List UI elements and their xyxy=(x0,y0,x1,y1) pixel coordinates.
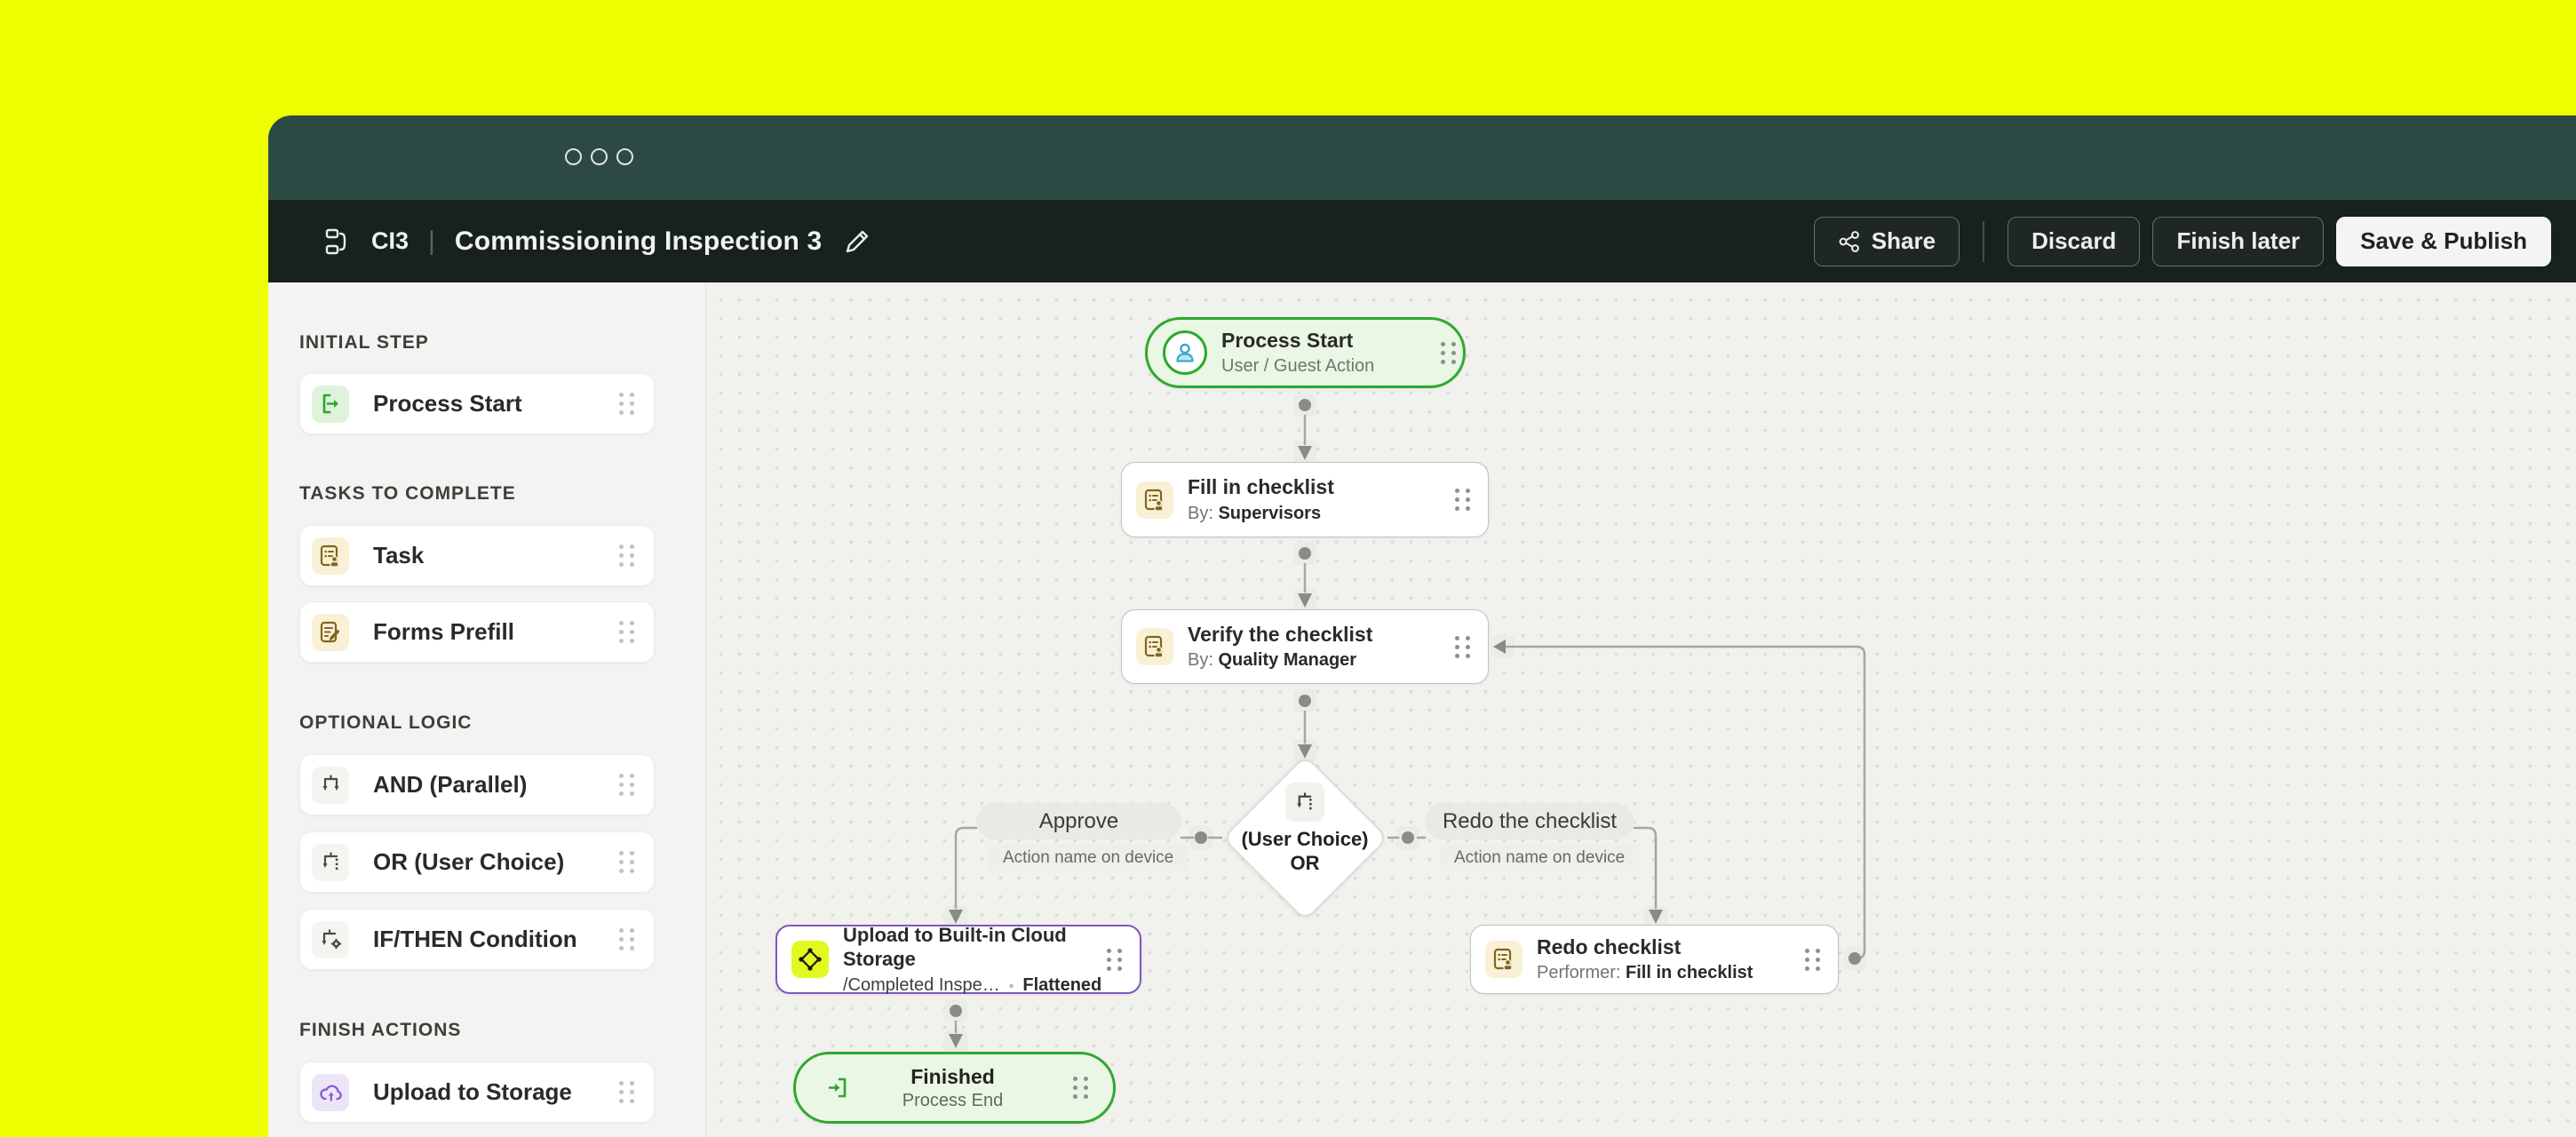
edit-title-icon[interactable] xyxy=(841,226,873,258)
drag-handle[interactable] xyxy=(619,851,634,873)
sidebar-item-label: Upload to Storage xyxy=(373,1078,572,1105)
task-icon xyxy=(1136,628,1173,665)
built-in-storage-icon xyxy=(791,941,829,978)
sidebar-item-forms-prefill[interactable]: Forms Prefill xyxy=(299,601,655,663)
workflow-template-icon xyxy=(323,227,352,256)
gateway-subtitle: OR xyxy=(1290,852,1320,874)
node-upload-cloud-storage[interactable]: Upload to Built-in Cloud Storage /Comple… xyxy=(775,923,1141,995)
app-header: CI3 | Commissioning Inspection 3 xyxy=(268,200,2576,282)
action-approve-hint: Action name on device xyxy=(989,844,1189,871)
node-subtitle: By: Quality Manager xyxy=(1188,650,1357,671)
header-divider xyxy=(1983,220,1985,262)
node-process-start[interactable]: Process Start User / Guest Action xyxy=(1145,317,1466,388)
node-subtitle: User / Guest Action xyxy=(1221,356,1375,377)
or-user-choice-icon xyxy=(312,843,349,881)
template-code: CI3 xyxy=(371,227,409,254)
sidebar-item-task[interactable]: Task xyxy=(299,525,655,586)
drag-handle[interactable] xyxy=(1441,341,1456,364)
sidebar-item-label: Forms Prefill xyxy=(373,618,514,645)
section-initial-step: INITIAL STEP xyxy=(299,332,429,353)
task-icon xyxy=(1136,481,1173,519)
sidebar-item-upload-to-storage[interactable]: Upload to Storage xyxy=(299,1061,655,1123)
node-subtitle: Process End xyxy=(902,1091,1004,1111)
drag-handle[interactable] xyxy=(619,1081,634,1103)
node-title: Upload to Built-in Cloud Storage xyxy=(843,923,1067,971)
share-label: Share xyxy=(1871,227,1936,254)
sidebar-item-or-user-choice[interactable]: OR (User Choice) xyxy=(299,831,655,893)
share-button[interactable]: Share xyxy=(1813,216,1960,266)
if-then-icon xyxy=(312,920,349,958)
discard-button[interactable]: Discard xyxy=(2008,216,2141,266)
sidebar-item-process-start[interactable]: Process Start xyxy=(299,373,655,434)
app-window: CI3 | Commissioning Inspection 3 xyxy=(268,115,2576,1137)
discard-label: Discard xyxy=(2031,227,2117,254)
section-tasks: TASKS TO COMPLETE xyxy=(299,483,516,504)
sidebar-item-label: OR (User Choice) xyxy=(373,848,565,875)
window-titlebar xyxy=(268,115,2576,200)
sidebar-item-and-parallel[interactable]: AND (Parallel) xyxy=(299,754,655,815)
node-fill-in-checklist[interactable]: Fill in checklist By: Supervisors xyxy=(1121,462,1489,537)
drag-handle[interactable] xyxy=(1073,1077,1088,1099)
action-approve[interactable]: Approve xyxy=(976,803,1181,839)
drag-handle[interactable] xyxy=(619,621,634,643)
task-icon xyxy=(312,537,349,575)
action-redo-checklist[interactable]: Redo the checklist xyxy=(1425,803,1634,839)
flow-canvas[interactable]: Process Start User / Guest Action xyxy=(706,282,2576,1137)
action-redo-hint: Action name on device xyxy=(1440,844,1640,871)
drag-handle[interactable] xyxy=(1107,948,1122,971)
and-parallel-icon xyxy=(312,766,349,804)
connector-lines xyxy=(944,394,1866,1053)
sidebar-item-label: IF/THEN Condition xyxy=(373,926,577,952)
gateway-title: (User Choice) xyxy=(1241,828,1369,850)
process-end-icon xyxy=(826,1076,850,1100)
node-finished[interactable]: Finished Process End xyxy=(793,1052,1116,1124)
window-control-3[interactable] xyxy=(616,148,633,165)
sidebar-item-label: Task xyxy=(373,542,425,568)
sidebar-item-if-then[interactable]: IF/THEN Condition xyxy=(299,909,655,970)
window-control-2[interactable] xyxy=(591,148,608,165)
save-publish-label: Save & Publish xyxy=(2360,227,2527,254)
sidebar: INITIAL STEP Process Start TASKS TO COMP… xyxy=(268,282,966,1137)
drag-handle[interactable] xyxy=(1455,635,1470,658)
drag-handle[interactable] xyxy=(619,545,634,567)
finish-later-button[interactable]: Finish later xyxy=(2152,216,2325,266)
drag-handle[interactable] xyxy=(1805,948,1820,971)
section-finish-actions: FINISH ACTIONS xyxy=(299,1020,462,1040)
node-title: Redo checklist xyxy=(1537,934,1682,958)
node-title: Verify the checklist xyxy=(1188,622,1373,646)
gateway-content: (User Choice) OR xyxy=(1234,783,1376,875)
sidebar-item-label: Process Start xyxy=(373,390,522,417)
process-start-icon xyxy=(312,385,349,423)
window-control-1[interactable] xyxy=(565,148,582,165)
drag-handle[interactable] xyxy=(1455,489,1470,511)
drag-handle[interactable] xyxy=(619,928,634,950)
page-title: Commissioning Inspection 3 xyxy=(454,226,823,256)
drag-handle[interactable] xyxy=(619,393,634,415)
header-left-group: CI3 | Commissioning Inspection 3 xyxy=(323,200,873,282)
header-separator: | xyxy=(428,226,435,256)
task-icon xyxy=(1485,941,1523,978)
node-subtitle: Performer: Fill in checklist xyxy=(1537,963,1753,983)
sidebar-item-label: AND (Parallel) xyxy=(373,771,528,798)
header-actions: Share Discard Finish later Save & Publis… xyxy=(1813,200,2551,282)
node-verify-checklist[interactable]: Verify the checklist By: Quality Manager xyxy=(1121,609,1489,684)
node-subtitle: By: Supervisors xyxy=(1188,503,1322,523)
user-icon xyxy=(1163,330,1207,375)
finish-later-label: Finish later xyxy=(2176,227,2301,254)
node-title: Process Start xyxy=(1221,328,1354,352)
section-optional-logic: OPTIONAL LOGIC xyxy=(299,712,473,733)
or-user-choice-icon xyxy=(1285,783,1324,822)
node-title: Fill in checklist xyxy=(1188,475,1334,499)
drag-handle[interactable] xyxy=(619,774,634,796)
node-subtitle: /Completed Inspe…•Flattened xyxy=(843,974,1102,995)
node-redo-checklist[interactable]: Redo checklist Performer: Fill in checkl… xyxy=(1470,925,1839,994)
save-publish-button[interactable]: Save & Publish xyxy=(2336,216,2551,266)
cloud-upload-icon xyxy=(312,1073,349,1111)
forms-prefill-icon xyxy=(312,613,349,651)
node-title: Finished xyxy=(910,1064,995,1088)
share-icon xyxy=(1838,230,1861,253)
